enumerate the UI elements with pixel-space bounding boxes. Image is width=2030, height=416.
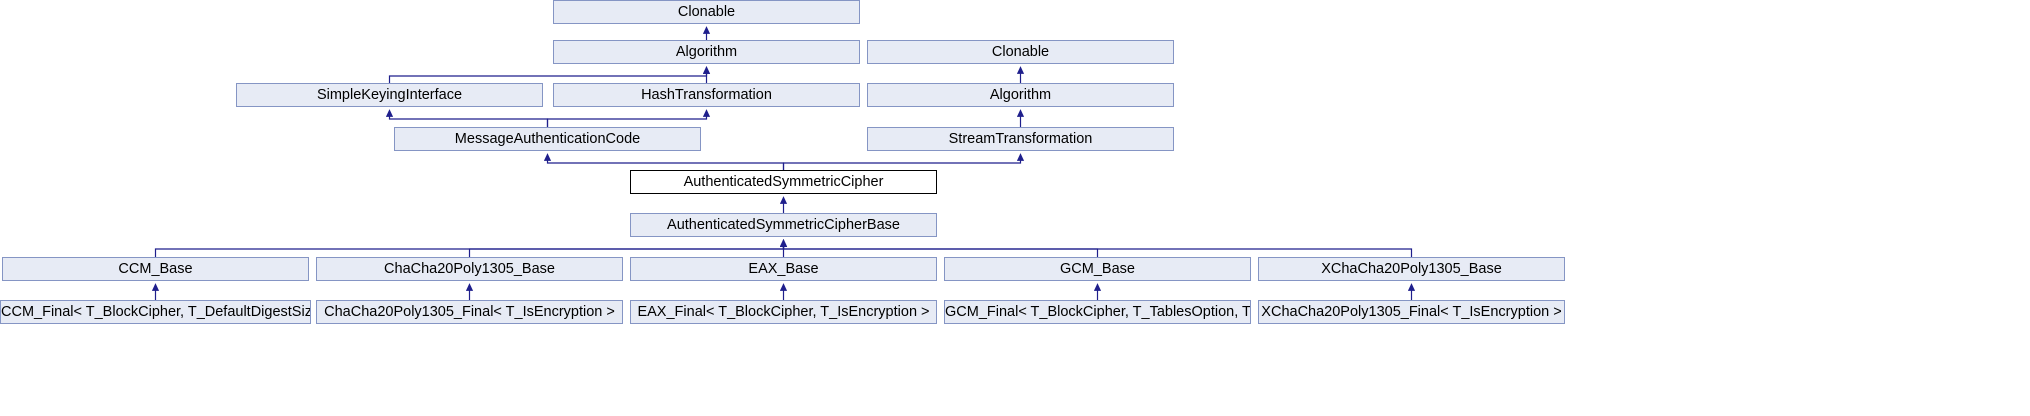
inheritance-edge <box>779 239 1099 257</box>
class-node-chacha_base[interactable]: ChaCha20Poly1305_Base <box>316 257 623 281</box>
class-node-clonable_right[interactable]: Clonable <box>867 40 1174 64</box>
class-node-streamtransform[interactable]: StreamTransformation <box>867 127 1174 151</box>
inheritance-edge <box>779 239 1413 257</box>
class-node-gcm_final[interactable]: GCM_Final< T_BlockCipher, T_TablesOption… <box>944 300 1251 324</box>
inheritance-edge <box>546 109 711 127</box>
class-node-ccm_base[interactable]: CCM_Base <box>2 257 309 281</box>
class-node-ascbase[interactable]: AuthenticatedSymmetricCipherBase <box>630 213 937 237</box>
class-node-asc[interactable]: AuthenticatedSymmetricCipher <box>630 170 937 194</box>
class-node-mac[interactable]: MessageAuthenticationCode <box>394 127 701 151</box>
class-node-gcm_base[interactable]: GCM_Base <box>944 257 1251 281</box>
inheritance-edge <box>543 153 785 170</box>
class-node-ccm_final[interactable]: CCM_Final< T_BlockCipher, T_DefaultDiges… <box>0 300 311 324</box>
inheritance-edge <box>154 239 788 257</box>
class-node-hashtransform[interactable]: HashTransformation <box>553 83 860 107</box>
class-node-xchacha_final[interactable]: XChaCha20Poly1305_Final< T_IsEncryption … <box>1258 300 1565 324</box>
inheritance-edge <box>468 239 788 257</box>
class-node-xchacha_base[interactable]: XChaCha20Poly1305_Base <box>1258 257 1565 281</box>
class-node-algorithm_left[interactable]: Algorithm <box>553 40 860 64</box>
inheritance-edge <box>385 109 549 127</box>
inheritance-edge <box>782 153 1025 170</box>
class-node-simplekeying[interactable]: SimpleKeyingInterface <box>236 83 543 107</box>
class-node-clonable_top[interactable]: Clonable <box>553 0 860 24</box>
class-node-algorithm_right[interactable]: Algorithm <box>867 83 1174 107</box>
class-node-eax_base[interactable]: EAX_Base <box>630 257 937 281</box>
class-node-chacha_final[interactable]: ChaCha20Poly1305_Final< T_IsEncryption > <box>316 300 623 324</box>
class-node-eax_final[interactable]: EAX_Final< T_BlockCipher, T_IsEncryption… <box>630 300 937 324</box>
inheritance-edge <box>388 66 711 83</box>
